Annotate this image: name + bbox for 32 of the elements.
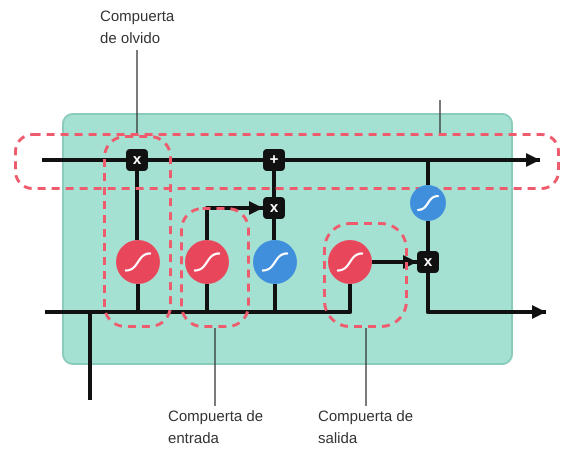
arrow [426, 273, 546, 319]
activation-circle [116, 240, 160, 284]
activation-circle [410, 185, 446, 221]
leader-line [214, 328, 216, 406]
arrow [372, 255, 417, 269]
activation-circle [253, 240, 297, 284]
dashed-outline [14, 133, 560, 190]
leader-line [365, 328, 367, 406]
gate-label: Compuerta de olvido [100, 6, 190, 50]
connector-line [88, 284, 209, 400]
connector-line [148, 158, 263, 162]
activation-circle [185, 240, 229, 284]
dashed-outline [323, 222, 408, 328]
gate-label: Compuerta de entrada [168, 406, 278, 450]
operator-box: + [263, 149, 285, 171]
operator-box: x [263, 197, 285, 219]
cell-box [62, 113, 513, 365]
operator-box: x [126, 149, 148, 171]
connector-line [426, 221, 430, 251]
connector-line [285, 158, 430, 185]
connector-line [42, 158, 126, 162]
dashed-outline [180, 207, 250, 328]
gate-label: Compuerta de salida [318, 406, 428, 450]
connector-line [135, 171, 139, 240]
arrow [205, 201, 263, 240]
connector-line [272, 219, 276, 240]
leader-line [439, 100, 441, 133]
connector-line [272, 171, 276, 197]
dashed-outline [103, 135, 172, 328]
operator-box: x [417, 251, 439, 273]
leader-line [136, 50, 138, 135]
activation-circle [328, 240, 372, 284]
